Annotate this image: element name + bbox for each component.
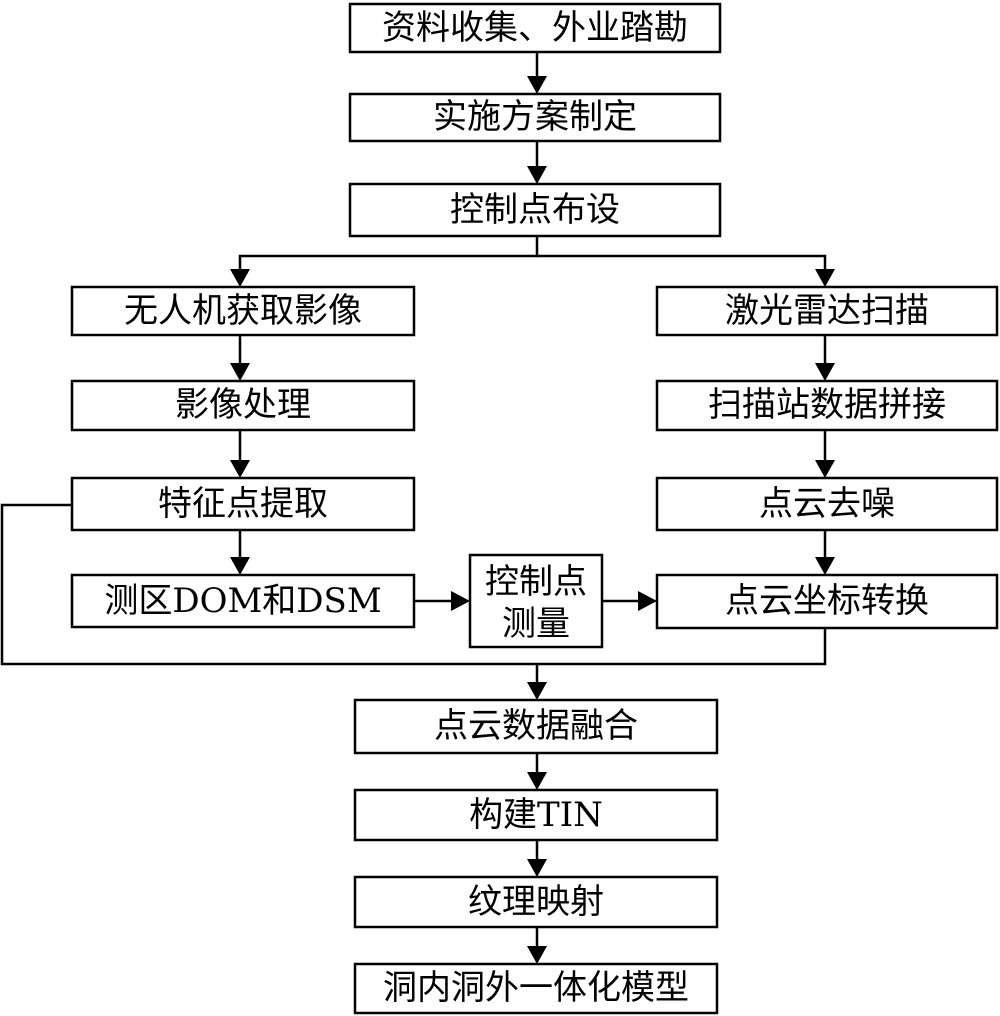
- connectors: [0, 52, 835, 964]
- node-dom-dsm-label: 测区DOM和DSM: [104, 581, 381, 621]
- node-fusion-label: 点云数据融合: [434, 706, 638, 746]
- node-denoise: 点云去噪: [655, 476, 999, 532]
- node-lidar-scan: 激光雷达扫描: [655, 285, 999, 337]
- arrowhead: [230, 557, 250, 575]
- node-image-processing-label: 影像处理: [175, 385, 311, 425]
- edge-transform-merge: [537, 628, 827, 666]
- node-image-processing: 影像处理: [70, 379, 416, 432]
- arrowhead: [527, 76, 547, 94]
- node-dom-dsm: 测区DOM和DSM: [70, 573, 416, 629]
- node-feature-extract: 特征点提取: [70, 476, 416, 532]
- node-coord-transform-label: 点云坐标转换: [725, 581, 929, 621]
- node-control-layout: 控制点布设: [348, 182, 722, 238]
- node-denoise-label: 点云去噪: [759, 484, 895, 524]
- arrowhead: [815, 269, 835, 287]
- edge-control-layout-split: [238, 236, 539, 272]
- node-final-model-label: 洞内洞外一体化模型: [383, 968, 689, 1008]
- arrowhead: [527, 772, 547, 790]
- arrowhead: [527, 682, 547, 700]
- arrowhead: [527, 166, 547, 184]
- node-control-measure: 控制点 测量: [468, 553, 604, 649]
- arrowhead: [638, 591, 657, 611]
- node-lidar-scan-label: 激光雷达扫描: [725, 291, 929, 331]
- edge-feature-loop: [0, 503, 537, 666]
- arrowhead: [230, 269, 250, 287]
- arrowhead: [451, 591, 470, 611]
- edge-control-layout-split-right: [537, 254, 827, 272]
- node-plan-label: 实施方案制定: [433, 97, 637, 137]
- arrowhead: [527, 859, 547, 877]
- node-final-model: 洞内洞外一体化模型: [353, 962, 719, 1015]
- node-control-measure-label-2: 测量: [502, 604, 570, 644]
- node-coord-transform: 点云坐标转换: [655, 573, 999, 630]
- node-build-tin: 构建TIN: [353, 788, 719, 842]
- node-station-stitch-label: 扫描站数据拼接: [708, 385, 946, 425]
- node-texture-map-label: 纹理映射: [468, 882, 604, 922]
- arrowhead: [230, 460, 250, 478]
- node-uav-capture: 无人机获取影像: [70, 285, 416, 337]
- arrowhead: [815, 557, 835, 575]
- node-feature-extract-label: 特征点提取: [158, 484, 328, 524]
- node-collect: 资料收集、外业踏勘: [348, 2, 722, 54]
- node-collect-label: 资料收集、外业踏勘: [382, 8, 688, 48]
- node-texture-map: 纹理映射: [353, 875, 719, 929]
- node-control-layout-label: 控制点布设: [450, 190, 620, 230]
- arrowhead: [815, 363, 835, 381]
- node-uav-capture-label: 无人机获取影像: [124, 291, 362, 331]
- node-station-stitch: 扫描站数据拼接: [655, 379, 999, 432]
- node-plan: 实施方案制定: [348, 92, 722, 143]
- arrowhead: [815, 460, 835, 478]
- node-fusion: 点云数据融合: [353, 698, 719, 755]
- arrowhead: [527, 946, 547, 964]
- node-build-tin-label: 构建TIN: [469, 795, 603, 835]
- arrowhead: [230, 363, 250, 381]
- node-control-measure-label-1: 控制点: [485, 562, 587, 602]
